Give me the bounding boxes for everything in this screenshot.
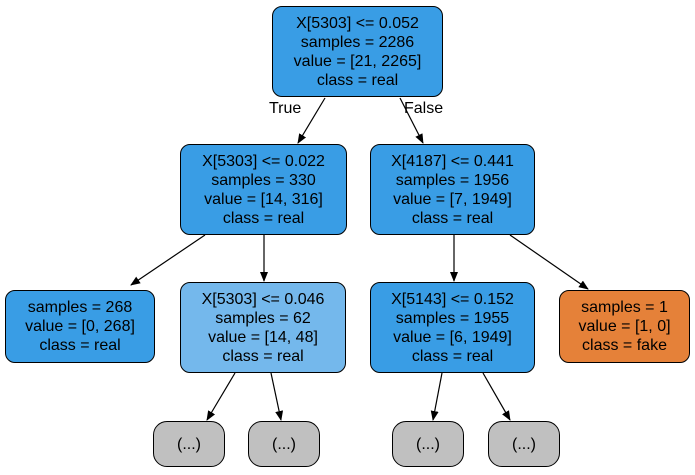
edge-n5-to-t3: [430, 372, 443, 421]
node-text-line: (...): [512, 435, 536, 453]
edge-root-to-n1: [297, 97, 326, 144]
tree-node-leaf-real: samples = 268 value = [0, 268] class = rea…: [5, 290, 155, 363]
node-text-line: (...): [272, 435, 296, 453]
node-text-line: samples = 1955: [395, 309, 510, 327]
edge-n4-to-t1: [206, 372, 236, 421]
edge-n5-to-t4: [482, 372, 511, 421]
node-text-line: X[4187] <= 0.441: [391, 152, 514, 170]
node-text-line: class = real: [39, 337, 121, 354]
node-text-line: X[5303] <= 0.046: [201, 290, 325, 308]
node-text-line: value = [21, 2265]: [293, 52, 422, 70]
node-text-line: value = [6, 1949]: [393, 328, 512, 346]
node-text-line: class = real: [222, 209, 305, 227]
edge-n2-to-n6: [509, 234, 589, 290]
node-text-line: class = real: [411, 209, 494, 227]
edge-n1-to-n3: [130, 234, 206, 286]
node-text-line: value = [1, 0]: [578, 318, 671, 335]
tree-node-leaf-fake: samples = 1 value = [1, 0] class = fake: [559, 290, 690, 363]
truncated-subtree-4: (...): [488, 421, 560, 467]
node-text-line: X[5303] <= 0.052: [296, 14, 419, 32]
edge-n4-to-t2: [270, 372, 284, 421]
truncated-subtree-1: (...): [153, 421, 225, 467]
node-text-line: class = real: [411, 347, 494, 365]
node-text-line: value = [7, 1949]: [393, 190, 512, 208]
node-text-line: class = real: [316, 71, 399, 89]
truncated-subtree-3: (...): [392, 421, 464, 467]
node-text-line: samples = 2286: [300, 33, 415, 51]
node-text-line: class = fake: [582, 337, 667, 354]
node-text-line: samples = 1: [581, 299, 668, 316]
node-text-line: samples = 62: [215, 309, 311, 327]
node-text-line: X[5143] <= 0.152: [391, 290, 514, 308]
node-text-line: X[5303] <= 0.022: [202, 152, 325, 170]
node-text-line: value = [0, 268]: [25, 318, 135, 335]
edge-label-true: True: [269, 100, 302, 117]
node-text-line: samples = 268: [27, 299, 133, 316]
node-text-line: (...): [177, 435, 201, 453]
node-text-line: value = [14, 48]: [208, 328, 318, 346]
edge-label-false: False: [404, 100, 444, 117]
edge-root-to-n2: [399, 97, 424, 144]
truncated-subtree-2: (...): [248, 421, 320, 467]
node-text-line: (...): [416, 435, 440, 453]
node-text-line: class = real: [222, 347, 304, 365]
node-text-line: samples = 330: [211, 171, 316, 189]
node-text-line: value = [14, 316]: [204, 190, 323, 208]
node-text-line: samples = 1956: [395, 171, 510, 189]
